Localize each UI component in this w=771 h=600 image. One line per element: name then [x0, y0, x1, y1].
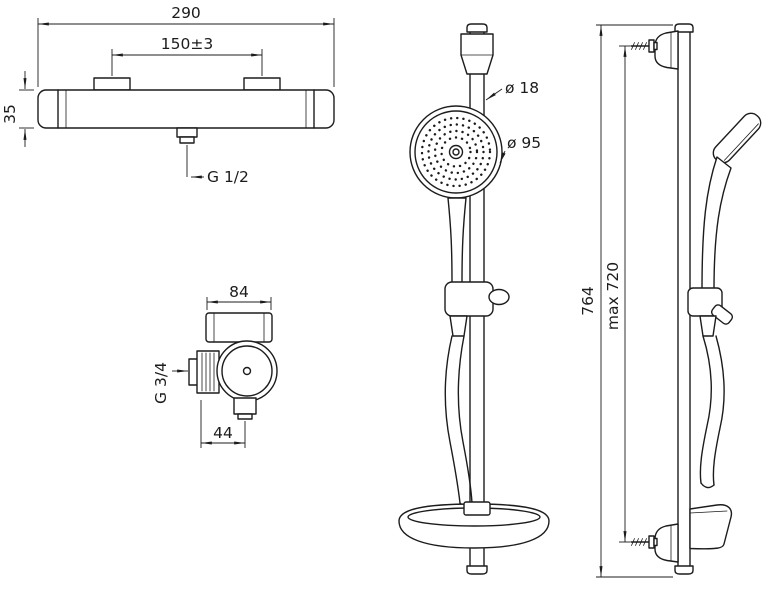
soap-dish [398, 501, 550, 549]
riser-side-dimensions: 764 max 720 [579, 24, 673, 578]
holder-lock-knob [488, 288, 510, 306]
shower-head [409, 105, 503, 199]
dim-overall-width-label: 290 [171, 4, 201, 22]
thread-g12-label: G 1/2 [207, 168, 249, 186]
mixer-front-view [37, 77, 335, 144]
hose-nut [449, 315, 468, 337]
rail-top-cap-side [674, 23, 694, 33]
hand-shower-side [701, 112, 762, 291]
outlet-upper [176, 127, 198, 138]
dim-outlet-label: 44 [213, 424, 233, 442]
dim-rail-diameter-label: ø 18 [505, 79, 539, 97]
outlet-profile [233, 397, 257, 415]
shower-handle [447, 197, 467, 284]
bottom-wall-bracket [654, 523, 679, 563]
dim-adjustable-label: max 720 [604, 262, 622, 330]
shower-handle-side [701, 156, 732, 291]
top-wall-bracket [654, 30, 679, 70]
dim-total-height-label: 764 [579, 286, 597, 316]
mixer-body [37, 89, 335, 129]
riser-front-dimensions: ø 18 ø 95 [485, 79, 541, 164]
top-bracket [460, 33, 494, 75]
mixer-side-dimensions: 84 G 3/4 44 [152, 283, 272, 448]
dim-height-label: 35 [1, 104, 19, 124]
holder-lever [710, 304, 734, 325]
mixer-body-profile [205, 312, 273, 343]
temperature-knob [216, 340, 278, 402]
soap-dish-side [689, 504, 733, 550]
shower-hose-side [699, 335, 725, 489]
dim-centers-label: 150±3 [161, 35, 213, 53]
mounting-screw-bottom [630, 535, 658, 549]
hose-nut-side [699, 315, 717, 337]
hose-connection-nut [196, 350, 220, 394]
dim-depth-label: 84 [229, 283, 249, 301]
riser-side-view [630, 23, 762, 575]
thread-g34-label: G 3/4 [152, 362, 170, 404]
slider-holder [444, 281, 494, 317]
left-inlet-union [93, 77, 131, 91]
mixer-side-view [188, 312, 278, 420]
shower-hose [444, 335, 473, 507]
rail-bottom-cap-side [674, 565, 694, 575]
outlet-lower [179, 136, 195, 144]
mounting-screw-top [630, 39, 658, 53]
mixer-front-dimensions: 290 150±3 35 G 1/2 [1, 4, 335, 186]
riser-front-view [398, 23, 550, 575]
right-inlet-union [243, 77, 281, 91]
rail-top-cap [466, 23, 488, 33]
dim-head-diameter-label: ø 95 [507, 134, 541, 152]
rail-bottom-cap [466, 565, 488, 575]
